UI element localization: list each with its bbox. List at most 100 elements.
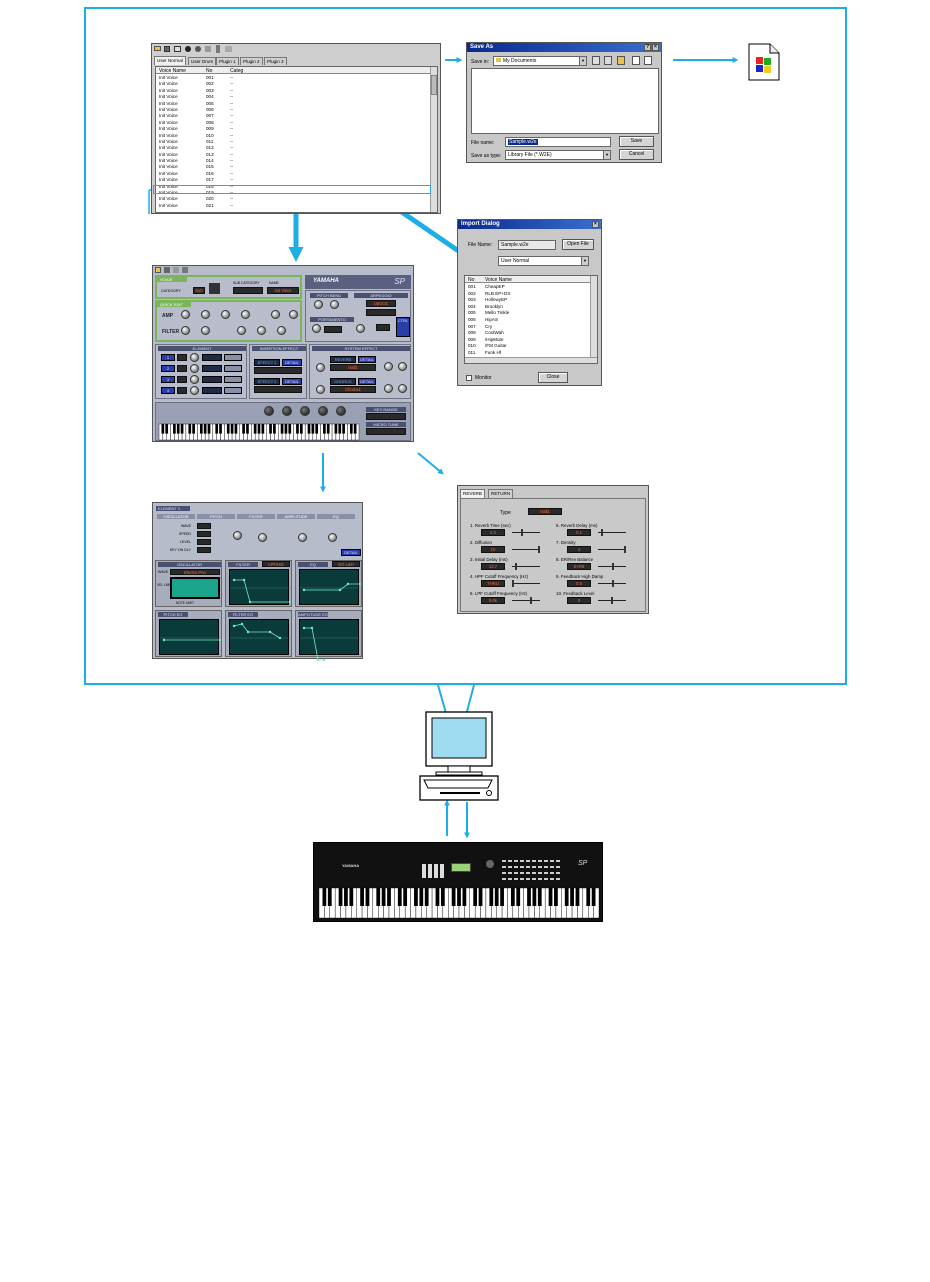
envelope-point[interactable] — [347, 583, 349, 585]
amp-release-knob[interactable] — [241, 310, 250, 319]
file-name-input[interactable]: Sample.w2e — [505, 137, 611, 147]
envelope-point[interactable] — [249, 601, 251, 603]
save-icon[interactable] — [164, 267, 170, 273]
chorus-send-knob[interactable] — [316, 385, 325, 394]
reverb-param-value[interactable]: 2.2 — [481, 529, 505, 536]
panel-button[interactable] — [544, 866, 548, 868]
voice-row[interactable]: Init Voice021-- — [156, 203, 432, 209]
slider-thumb[interactable] — [612, 580, 614, 587]
black-key[interactable] — [208, 424, 211, 434]
black-key[interactable] — [281, 424, 284, 434]
black-key[interactable] — [288, 424, 291, 434]
vel-limit-graph[interactable] — [170, 577, 220, 599]
sub-category-value[interactable] — [233, 287, 263, 294]
panel-button[interactable] — [514, 878, 518, 880]
black-key[interactable] — [188, 424, 191, 434]
import-voice-row[interactable]: 008CoolWah — [465, 330, 590, 337]
black-key[interactable] — [162, 424, 165, 434]
reverb-param-value[interactable]: 0.1 — [567, 529, 591, 536]
import-voice-row[interactable]: 003HollowyEP — [465, 297, 590, 304]
close-button[interactable]: Close — [538, 372, 568, 383]
panel-button[interactable] — [544, 878, 548, 880]
envelope-point[interactable] — [247, 631, 249, 633]
slider-thumb[interactable] — [538, 546, 540, 553]
envelope-point[interactable] — [311, 627, 313, 629]
black-key[interactable] — [242, 424, 245, 434]
black-key[interactable] — [419, 888, 423, 906]
editor-keyboard[interactable] — [159, 424, 359, 440]
black-key[interactable] — [350, 424, 353, 434]
panel-button[interactable] — [526, 866, 530, 868]
black-key[interactable] — [511, 888, 515, 906]
black-key[interactable] — [181, 424, 184, 434]
black-key[interactable] — [300, 424, 303, 434]
black-key[interactable] — [204, 424, 207, 434]
filter-decay-knob[interactable] — [257, 326, 266, 335]
voice-name-value[interactable]: Init Voice — [267, 287, 299, 294]
black-key[interactable] — [554, 888, 558, 906]
bank-select[interactable]: User Normal ▼ — [498, 256, 589, 266]
black-key[interactable] — [479, 888, 483, 906]
element-tab-filter[interactable]: FILTER — [237, 514, 275, 519]
element-tab-pitch[interactable]: PITCH — [197, 514, 235, 519]
black-key[interactable] — [473, 888, 477, 906]
panel-button[interactable] — [532, 878, 536, 880]
reverb-param-slider[interactable] — [512, 532, 540, 533]
reverb-param-value[interactable]: 0 — [567, 597, 591, 604]
black-key[interactable] — [165, 424, 168, 434]
black-key[interactable] — [342, 424, 345, 434]
horizontal-scrollbar[interactable] — [465, 357, 598, 363]
panel-button[interactable] — [556, 866, 560, 868]
panel-button[interactable] — [502, 872, 506, 874]
filter-attack-knob[interactable] — [237, 326, 246, 335]
black-key[interactable] — [398, 888, 402, 906]
slider-button[interactable] — [428, 864, 432, 878]
black-key[interactable] — [414, 888, 418, 906]
black-key[interactable] — [258, 424, 261, 434]
hardware-keyboard-keys[interactable] — [319, 888, 599, 918]
chorus-detail-button[interactable]: DETAIL — [358, 378, 376, 385]
effect2-type-value[interactable] — [254, 386, 302, 393]
panel-button[interactable] — [538, 872, 542, 874]
black-key[interactable] — [457, 888, 461, 906]
slider-button[interactable] — [434, 864, 438, 878]
open-icon[interactable] — [155, 267, 161, 273]
reverb-param-slider[interactable] — [512, 549, 540, 550]
effect1-type-value[interactable] — [254, 367, 302, 374]
black-key[interactable] — [296, 424, 299, 434]
reverb-param-slider[interactable] — [598, 532, 626, 533]
envelope-point[interactable] — [323, 659, 325, 661]
black-key[interactable] — [328, 888, 332, 906]
envelope-point[interactable] — [359, 583, 361, 585]
black-key[interactable] — [254, 424, 257, 434]
amp-decay-knob[interactable] — [201, 310, 210, 319]
black-key[interactable] — [339, 888, 343, 906]
slider-thumb[interactable] — [530, 597, 532, 604]
ctrl-button[interactable]: CTRL — [396, 317, 410, 337]
black-key[interactable] — [173, 424, 176, 434]
reverb-send-knob[interactable] — [316, 363, 325, 372]
black-key[interactable] — [273, 424, 276, 434]
amp-volume-knob[interactable] — [271, 310, 280, 319]
panel-button[interactable] — [520, 860, 524, 862]
panel-button[interactable] — [538, 878, 542, 880]
reverb-param-slider[interactable] — [598, 583, 626, 584]
amp-level-knob[interactable] — [328, 533, 337, 542]
element-detail-button[interactable] — [224, 376, 242, 383]
element-row-value[interactable] — [197, 539, 211, 545]
element-row-value[interactable] — [197, 523, 211, 529]
black-key[interactable] — [452, 888, 456, 906]
control-panel-buttons[interactable] — [414, 856, 574, 886]
element-tab-eq[interactable]: EQ — [317, 514, 355, 519]
envelope-point[interactable] — [303, 589, 305, 591]
print-icon[interactable] — [173, 267, 179, 273]
envelope-point[interactable] — [279, 637, 281, 639]
panel-button[interactable] — [514, 872, 518, 874]
element-range-value[interactable] — [202, 387, 222, 394]
import-voice-row[interactable]: 011Funk Hf — [465, 350, 590, 357]
envelope-point[interactable] — [317, 659, 319, 661]
element-switch-1[interactable]: 1 — [161, 354, 175, 361]
filter-cutoff-knob[interactable] — [181, 326, 190, 335]
slider-thumb[interactable] — [601, 529, 603, 536]
ctrl-knob-5[interactable] — [336, 406, 346, 416]
